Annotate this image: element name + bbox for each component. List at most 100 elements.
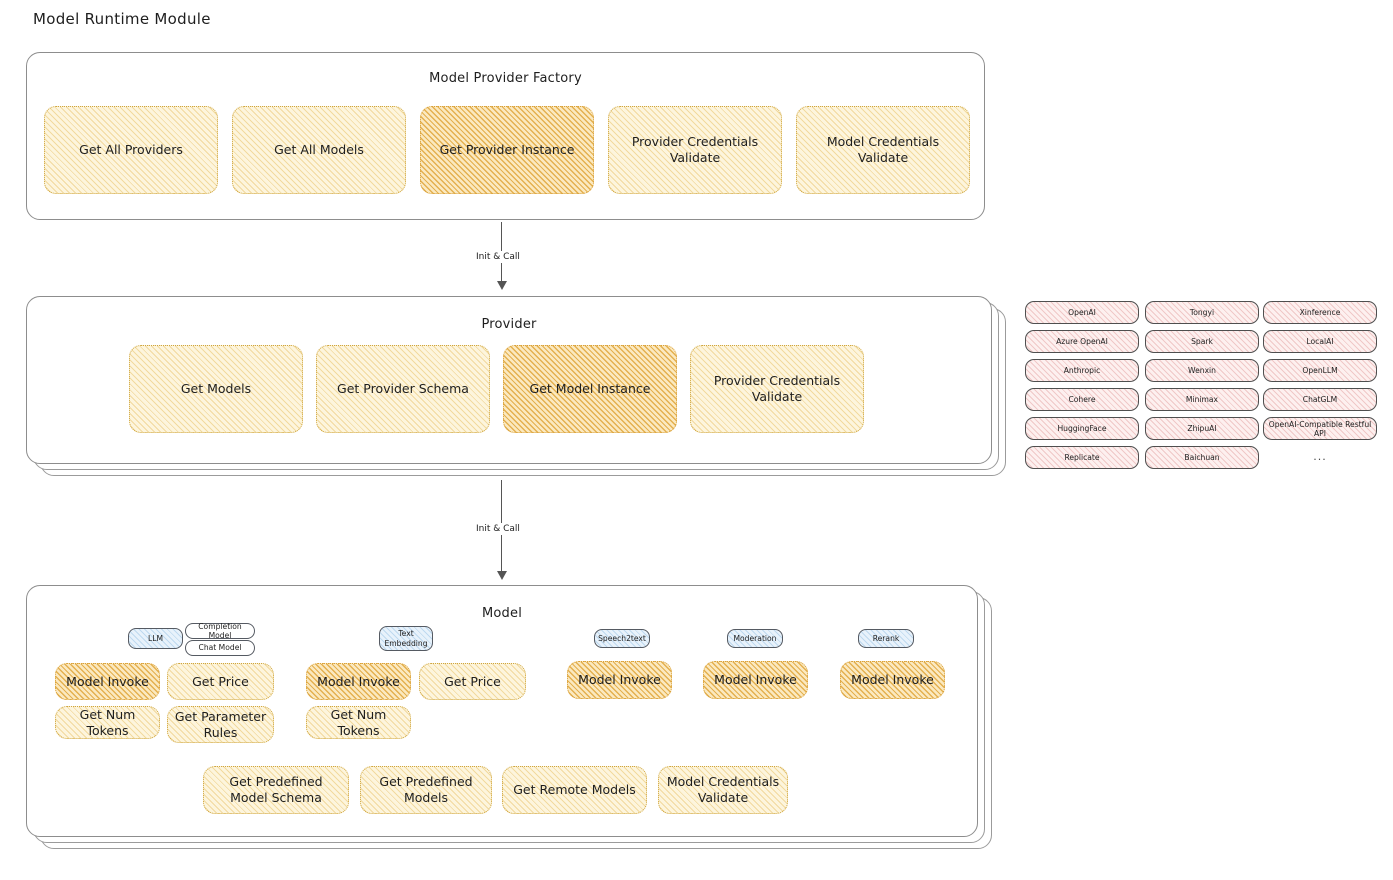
model-type-label: Moderation: [733, 633, 777, 643]
provider-chip-baichuan[interactable]: Baichuan: [1145, 446, 1259, 469]
provider-chip-label: ZhipuAI: [1187, 424, 1217, 433]
op-label: Get Price: [444, 673, 501, 689]
factory-box-label: Get Provider Instance: [439, 142, 575, 157]
model-subtag-chat-model[interactable]: Chat Model: [185, 640, 255, 656]
provider-chip-label: HuggingFace: [1057, 424, 1107, 433]
provider-chip-localai[interactable]: LocalAI: [1263, 330, 1377, 353]
common-op-get-predefined-model-schema[interactable]: Get Predefined Model Schema: [203, 766, 349, 814]
provider-chip-label: OpenAI: [1068, 308, 1096, 317]
provider-chip-cohere[interactable]: Cohere: [1025, 388, 1139, 411]
provider-chip-huggingface[interactable]: HuggingFace: [1025, 417, 1139, 440]
model-subtag-label: Chat Model: [198, 643, 242, 653]
model-type-label: LLM: [147, 633, 163, 643]
factory-box-label: Get All Models: [274, 142, 364, 157]
model-type-label: Speech2text: [598, 633, 646, 643]
embedding-op-model-invoke[interactable]: Model Invoke: [306, 663, 411, 700]
op-label: Get Num Tokens: [330, 706, 387, 738]
common-op-model-credentials-validate[interactable]: Model Credentials Validate: [658, 766, 788, 814]
op-label: Model Invoke: [578, 672, 661, 687]
model-type-tag-rerank[interactable]: Rerank: [858, 629, 914, 648]
provider-chip-label: OpenLLM: [1302, 366, 1338, 375]
provider-chip-label: Cohere: [1068, 395, 1096, 404]
provider-box-get-models[interactable]: Get Models: [129, 345, 303, 433]
rerank-op-model-invoke[interactable]: Model Invoke: [840, 661, 945, 699]
provider-chip-zhipuai[interactable]: ZhipuAI: [1145, 417, 1259, 440]
provider-chip-label: Xinference: [1299, 308, 1341, 317]
factory-box-model-credentials-validate[interactable]: Model Credentials Validate: [796, 106, 970, 194]
provider-chip-label: OpenAI-Compatible Restful API: [1268, 419, 1372, 438]
provider-chip-label: Anthropic: [1063, 366, 1101, 375]
model-type-label: Text Embedding: [384, 629, 428, 648]
model-subtag-label: Completion Model: [198, 621, 242, 640]
provider-chip-openllm[interactable]: OpenLLM: [1263, 359, 1377, 382]
provider-chip-label: ChatGLM: [1302, 395, 1338, 404]
llm-op-get-num-tokens[interactable]: Get Num Tokens: [55, 706, 160, 739]
factory-box-get-all-models[interactable]: Get All Models: [232, 106, 406, 194]
provider-box-get-model-instance[interactable]: Get Model Instance: [503, 345, 677, 433]
model-provider-factory-title: Model Provider Factory: [429, 71, 582, 86]
provider-chip-openai-compatible-restful-api[interactable]: OpenAI-Compatible Restful API: [1263, 417, 1377, 440]
provider-chip-anthropic[interactable]: Anthropic: [1025, 359, 1139, 382]
factory-box-get-all-providers[interactable]: Get All Providers: [44, 106, 218, 194]
provider-box-provider-credentials-validate[interactable]: Provider Credentials Validate: [690, 345, 864, 433]
provider-chip-minimax[interactable]: Minimax: [1145, 388, 1259, 411]
model-type-tag-speech2text[interactable]: Speech2text: [594, 629, 650, 648]
provider-list-more-dots: ...: [1313, 450, 1327, 463]
common-op-get-predefined-models[interactable]: Get Predefined Models: [360, 766, 492, 814]
embedding-op-get-num-tokens[interactable]: Get Num Tokens: [306, 706, 411, 739]
provider-box-label: Get Provider Schema: [337, 381, 469, 396]
op-label: Model Invoke: [851, 672, 934, 687]
provider-chip-tongyi[interactable]: Tongyi: [1145, 301, 1259, 324]
provider-chip-label: Azure OpenAI: [1056, 337, 1108, 346]
factory-box-label: Provider Credentials Validate: [631, 134, 759, 165]
op-label: Get Price: [192, 673, 249, 689]
embedding-op-get-price[interactable]: Get Price: [419, 663, 526, 700]
arrow-2-head: [497, 571, 507, 580]
op-label: Get Remote Models: [513, 782, 636, 797]
common-op-get-remote-models[interactable]: Get Remote Models: [502, 766, 647, 814]
llm-op-get-parameter-rules[interactable]: Get Parameter Rules: [167, 706, 274, 743]
model-type-label: Rerank: [872, 633, 900, 643]
factory-box-provider-credentials-validate[interactable]: Provider Credentials Validate: [608, 106, 782, 194]
provider-chip-wenxin[interactable]: Wenxin: [1145, 359, 1259, 382]
provider-box-get-provider-schema[interactable]: Get Provider Schema: [316, 345, 490, 433]
provider-box-label: Get Models: [180, 381, 252, 396]
op-label: Model Invoke: [714, 672, 797, 687]
moderation-op-model-invoke[interactable]: Model Invoke: [703, 661, 808, 699]
page-title: Model Runtime Module: [33, 10, 211, 28]
op-label: Get Predefined Model Schema: [229, 774, 323, 805]
op-label: Model Credentials Validate: [666, 774, 780, 805]
provider-chip-openai[interactable]: OpenAI: [1025, 301, 1139, 324]
model-type-tag-llm[interactable]: LLM: [128, 628, 183, 649]
arrow-1-label: Init & Call: [473, 251, 523, 263]
provider-chip-azure-openai[interactable]: Azure OpenAI: [1025, 330, 1139, 353]
provider-title: Provider: [481, 317, 537, 332]
op-label: Get Predefined Models: [379, 774, 473, 805]
provider-chip-label: Minimax: [1185, 395, 1219, 404]
provider-chip-replicate[interactable]: Replicate: [1025, 446, 1139, 469]
arrow-1-head: [497, 281, 507, 290]
model-title: Model: [481, 606, 523, 621]
provider-box-label: Get Model Instance: [529, 381, 651, 396]
llm-op-get-price[interactable]: Get Price: [167, 663, 274, 700]
arrow-2-label: Init & Call: [473, 523, 523, 535]
factory-box-label: Get All Providers: [79, 142, 183, 157]
provider-chip-xinference[interactable]: Xinference: [1263, 301, 1377, 324]
llm-op-model-invoke[interactable]: Model Invoke: [55, 663, 160, 700]
provider-chip-label: Baichuan: [1184, 453, 1220, 462]
provider-chip-spark[interactable]: Spark: [1145, 330, 1259, 353]
op-label: Get Parameter Rules: [174, 708, 267, 740]
op-label: Model Invoke: [66, 673, 149, 689]
op-label: Model Invoke: [317, 673, 400, 689]
op-label: Get Num Tokens: [79, 706, 136, 738]
model-subtag-completion-model[interactable]: Completion Model: [185, 621, 255, 640]
provider-chip-label: LocalAI: [1306, 337, 1334, 346]
provider-chip-chatglm[interactable]: ChatGLM: [1263, 388, 1377, 411]
factory-box-label: Model Credentials Validate: [826, 134, 940, 165]
model-type-tag-moderation[interactable]: Moderation: [727, 629, 783, 648]
model-type-tag-text-embedding[interactable]: Text Embedding: [379, 626, 433, 651]
factory-box-get-provider-instance[interactable]: Get Provider Instance: [420, 106, 594, 194]
provider-chip-label: Wenxin: [1188, 366, 1216, 375]
speech2text-op-model-invoke[interactable]: Model Invoke: [567, 661, 672, 699]
